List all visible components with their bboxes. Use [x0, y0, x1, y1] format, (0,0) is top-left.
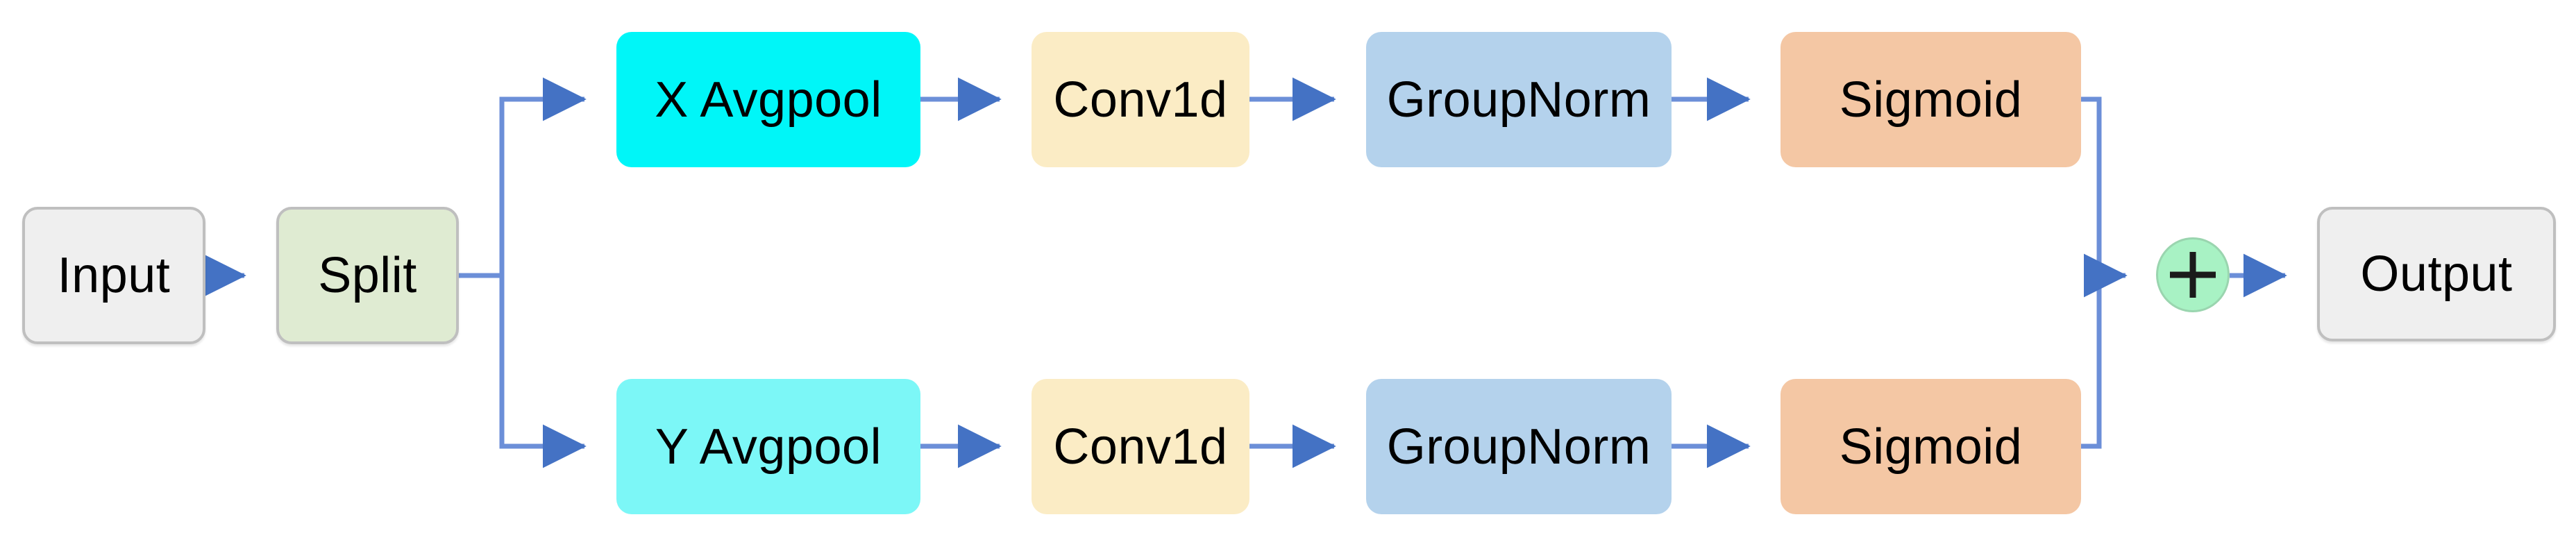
- node-groupnorm-top-label: GroupNorm: [1386, 71, 1651, 128]
- node-conv1d-top-label: Conv1d: [1053, 71, 1228, 128]
- node-sigmoid-bottom[interactable]: Sigmoid: [1781, 379, 2081, 514]
- node-conv1d-bottom[interactable]: Conv1d: [1032, 379, 1249, 514]
- node-sigmoid-bottom-label: Sigmoid: [1839, 418, 2023, 475]
- node-x-avgpool[interactable]: X Avgpool: [616, 32, 920, 167]
- node-split[interactable]: Split: [276, 207, 459, 344]
- node-groupnorm-bottom-label: GroupNorm: [1386, 418, 1651, 475]
- node-conv1d-top[interactable]: Conv1d: [1032, 32, 1249, 167]
- plus-icon: [2170, 252, 2216, 298]
- node-output[interactable]: Output: [2317, 207, 2556, 341]
- node-conv1d-bottom-label: Conv1d: [1053, 418, 1228, 475]
- node-output-label: Output: [2360, 246, 2513, 302]
- edge-split-to-y-avgpool: [499, 276, 587, 468]
- edge-sigmoid-bottom-to-sum: [2081, 276, 2102, 449]
- edge-split-to-x-avgpool: [499, 77, 587, 276]
- node-input-label: Input: [57, 248, 171, 303]
- edge-sigmoid-top-to-sum: [2081, 96, 2102, 276]
- node-groupnorm-top[interactable]: GroupNorm: [1366, 32, 1672, 167]
- node-y-avgpool-label: Y Avgpool: [655, 418, 882, 475]
- node-sigmoid-top-label: Sigmoid: [1839, 71, 2023, 128]
- node-groupnorm-bottom[interactable]: GroupNorm: [1366, 379, 1672, 514]
- node-x-avgpool-label: X Avgpool: [655, 71, 882, 128]
- node-split-label: Split: [318, 248, 417, 303]
- node-sigmoid-top[interactable]: Sigmoid: [1781, 32, 2081, 167]
- node-sum[interactable]: [2156, 237, 2230, 312]
- node-y-avgpool[interactable]: Y Avgpool: [616, 379, 920, 514]
- node-input[interactable]: Input: [22, 207, 205, 344]
